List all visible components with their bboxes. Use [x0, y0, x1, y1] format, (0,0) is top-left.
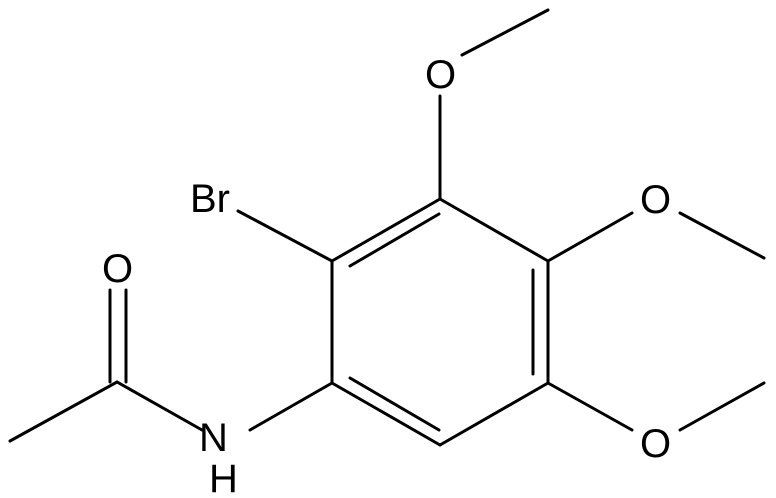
ring-bond-c6-c1-inner — [348, 376, 441, 432]
atom-label-methoxy-oxygen-5: O — [640, 422, 671, 466]
bond-nitrogen-ring — [248, 381, 334, 432]
bond-o3-methyl — [460, 8, 550, 57]
atom-label-carbonyl-oxygen: O — [102, 247, 133, 291]
ring-bond-c6-c1 — [330, 381, 442, 447]
atom-label-methoxy-oxygen-3: O — [425, 53, 456, 97]
bond-methyl-carbonyl — [8, 380, 119, 443]
atom-label-methoxy-oxygen-4: O — [640, 178, 671, 222]
ring-bond-c2-c3-inner — [348, 212, 441, 268]
atom-label-hydrogen: H — [209, 457, 238, 498]
atom-label-nitrogen: N — [199, 416, 228, 460]
bond-carbonyl-nitrogen — [115, 380, 204, 432]
ring-bond-c3-c4 — [438, 197, 550, 263]
bond-ring-o5 — [546, 381, 634, 432]
bond-o4-methyl — [678, 211, 766, 260]
bond-ring-bromine — [236, 209, 334, 263]
ring-bond-c2-c3 — [330, 197, 442, 263]
bond-ring-o4 — [546, 211, 634, 263]
ring-bond-c5-c6 — [438, 381, 550, 447]
bond-o5-methyl — [678, 381, 766, 432]
atom-label-bromine: Br — [190, 177, 230, 221]
